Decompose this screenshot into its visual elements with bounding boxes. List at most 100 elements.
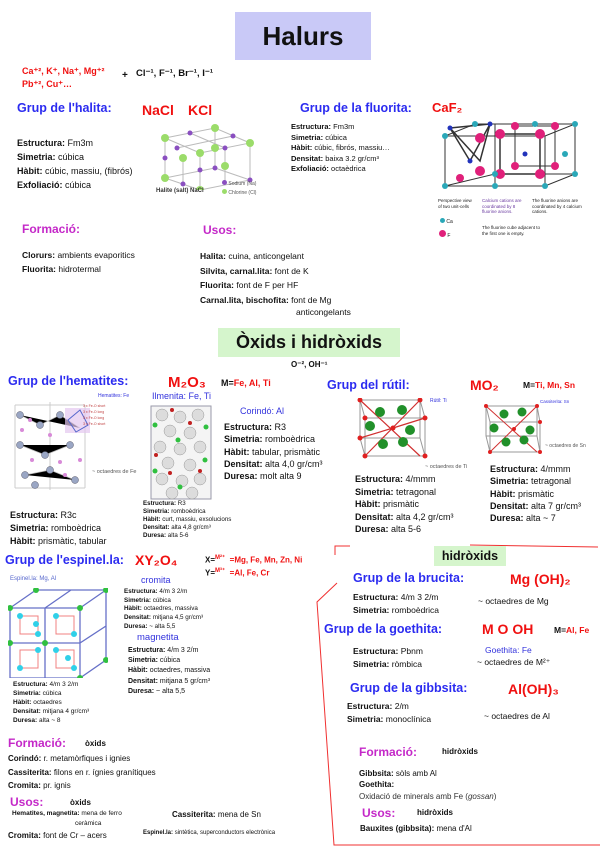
item-value: r. metamòrfiques i ignies [43,754,131,763]
list-item: Hàbit: prismàtic [355,498,454,511]
usos-hematites: Hematites, magnetita: mena de ferro [12,810,122,817]
formula-caf2: CaF₂ [432,100,463,115]
list-item: Densitat: baixa 3.2 gr/cm³ [291,154,390,165]
item-label: Simetria: [143,508,170,515]
legend-f-label: F [447,233,451,239]
item-value: mitjana 5 gr/cm³ [159,677,211,685]
legend-ca-label: Ca [446,219,453,225]
fluorine-dot-icon [439,230,446,237]
goethita-heading: Grup de la goethita: [324,622,443,636]
list-item: Silvita, carnal.lita: font de K [200,264,331,279]
metals-values: Al, Fe [566,625,590,635]
cassiterita-octaedres: ~ octaedres de Sn [545,443,586,449]
list-item: Estructura: 4/m 3 2/m [124,588,203,597]
hidroxids-formacio-heading: Formació: [359,745,418,759]
item-value: curt, massiu, exsolucions [162,516,232,523]
list-item: Fluorita: hidrotermal [22,262,135,276]
usos-value: sintètica, superconductors electrònica [174,830,276,836]
item-value: cúbica [159,657,181,665]
item-label: Hàbit: [10,536,36,546]
x-charge: M²⁺ [215,555,226,561]
formula-xy2o4: XY₂O₄ [135,552,178,568]
legend-ca: Ca [440,218,453,225]
item-label: Halita: [200,251,226,261]
list-item: Simetria: cúbica [13,690,89,699]
ilmenite-structure-image [150,405,212,500]
list-item: Estructura: 4/m 3 2/m [13,681,89,690]
item-label: Densitat: [490,500,529,511]
calcium-dot-icon [440,218,445,223]
list-item: Goethita: [359,780,437,791]
plus-sign: + [122,70,128,81]
y-cations: Y=M³⁺ =Al, Fe, Cr [205,567,269,578]
item-value: cuina, anticongelant [228,251,304,261]
item-value: prismàtic [383,499,420,509]
item-label: Exfoliació: [291,164,329,173]
item-value: alta 4,2 gr/cm³ [396,511,454,522]
fluorite-lattice-image [442,121,578,189]
item-value: octaedres, massiva [149,667,211,675]
item-value: Fm3m [333,122,355,131]
formula-mo2: MO₂ [470,377,499,393]
item-label: Hàbit: [490,488,516,499]
item-label: Hàbit: [291,143,313,152]
item-label: Estructura: [490,464,539,474]
item-value: ~ alta 5,5 [156,687,186,695]
list-item: Duresa: ~ alta 5,5 [128,687,210,697]
item-value: alta ~ 8 [39,716,61,724]
item-label: Duresa: [355,524,389,534]
oxids-usos-heading: Usos: [10,795,44,809]
goethita-octaedres: ~ octaedres de M²⁺ [477,657,551,667]
item-value: cúbica [58,152,85,162]
list-item: Simetria: ròmbica [353,658,423,671]
goethita-label: Goethita: Fe [485,645,532,655]
list-item: Simetria: romboèdrica [353,604,439,617]
cromita-label: cromita [141,575,171,585]
hematites-metals: M=Fe, Al, Ti [221,378,271,388]
gibbsita-heading: Grup de la gibbsita: [350,681,468,695]
item-value: mitjana 4,5 gr/cm³ [152,614,204,622]
item-value: ambients evaporitics [57,250,135,260]
item-value: romboèdrica [391,604,439,615]
item-label: Densitat: [13,707,41,715]
x-label: X= [205,555,216,565]
list-item: Densitat: alta 4,0 gr/cm³ [224,458,323,470]
list-item: Estructura: Pbnm [353,645,423,658]
list-item: Duresa: alta 5-6 [143,532,231,540]
item-label: Hàbit: [143,516,161,523]
item-value: font de Mg [291,294,332,305]
item-label: Simetria: [224,434,263,445]
item-label: Estructura: [355,474,404,484]
item-value: sòls amb Al [395,769,437,778]
item-label: Hàbit: [13,698,32,706]
list-item: Estructura: R3 [143,500,231,508]
item-label: Hàbit: [355,499,381,509]
item-value: octaedres, massiva [143,605,198,613]
item-label: Simetria: [490,476,529,487]
list-item: Simetria: romboèdrica [10,522,107,535]
metals-label: M= [554,625,567,635]
cations-line-1: Ca⁺², K⁺, Na⁺, Mg⁺² [22,66,105,76]
formula-gibbsita: Al(OH)₃ [508,681,559,697]
gossan-term: gossan [467,792,494,801]
rutil-image-label: Rútil: Ti [430,398,447,404]
ilmenita-label: Ilmenita: Fe, Ti [152,391,212,401]
item-label: Estructura: [353,592,399,602]
corindo-label: Corindó: Al [240,406,285,416]
item-label: Simetria: [355,486,394,497]
item-label: Exfoliació: [17,180,63,190]
spinel-structure-image [8,588,108,678]
item-value: Pbnm [400,646,423,656]
item-label: Densitat: [224,458,263,469]
item-label: Simetria: [128,657,158,665]
item-value: pr. ignis [43,781,71,790]
item-value: 4/m 3 2/m [400,592,439,602]
item-value: Fm3m [67,138,94,148]
list-item: Estructura: 2/m [347,700,431,713]
